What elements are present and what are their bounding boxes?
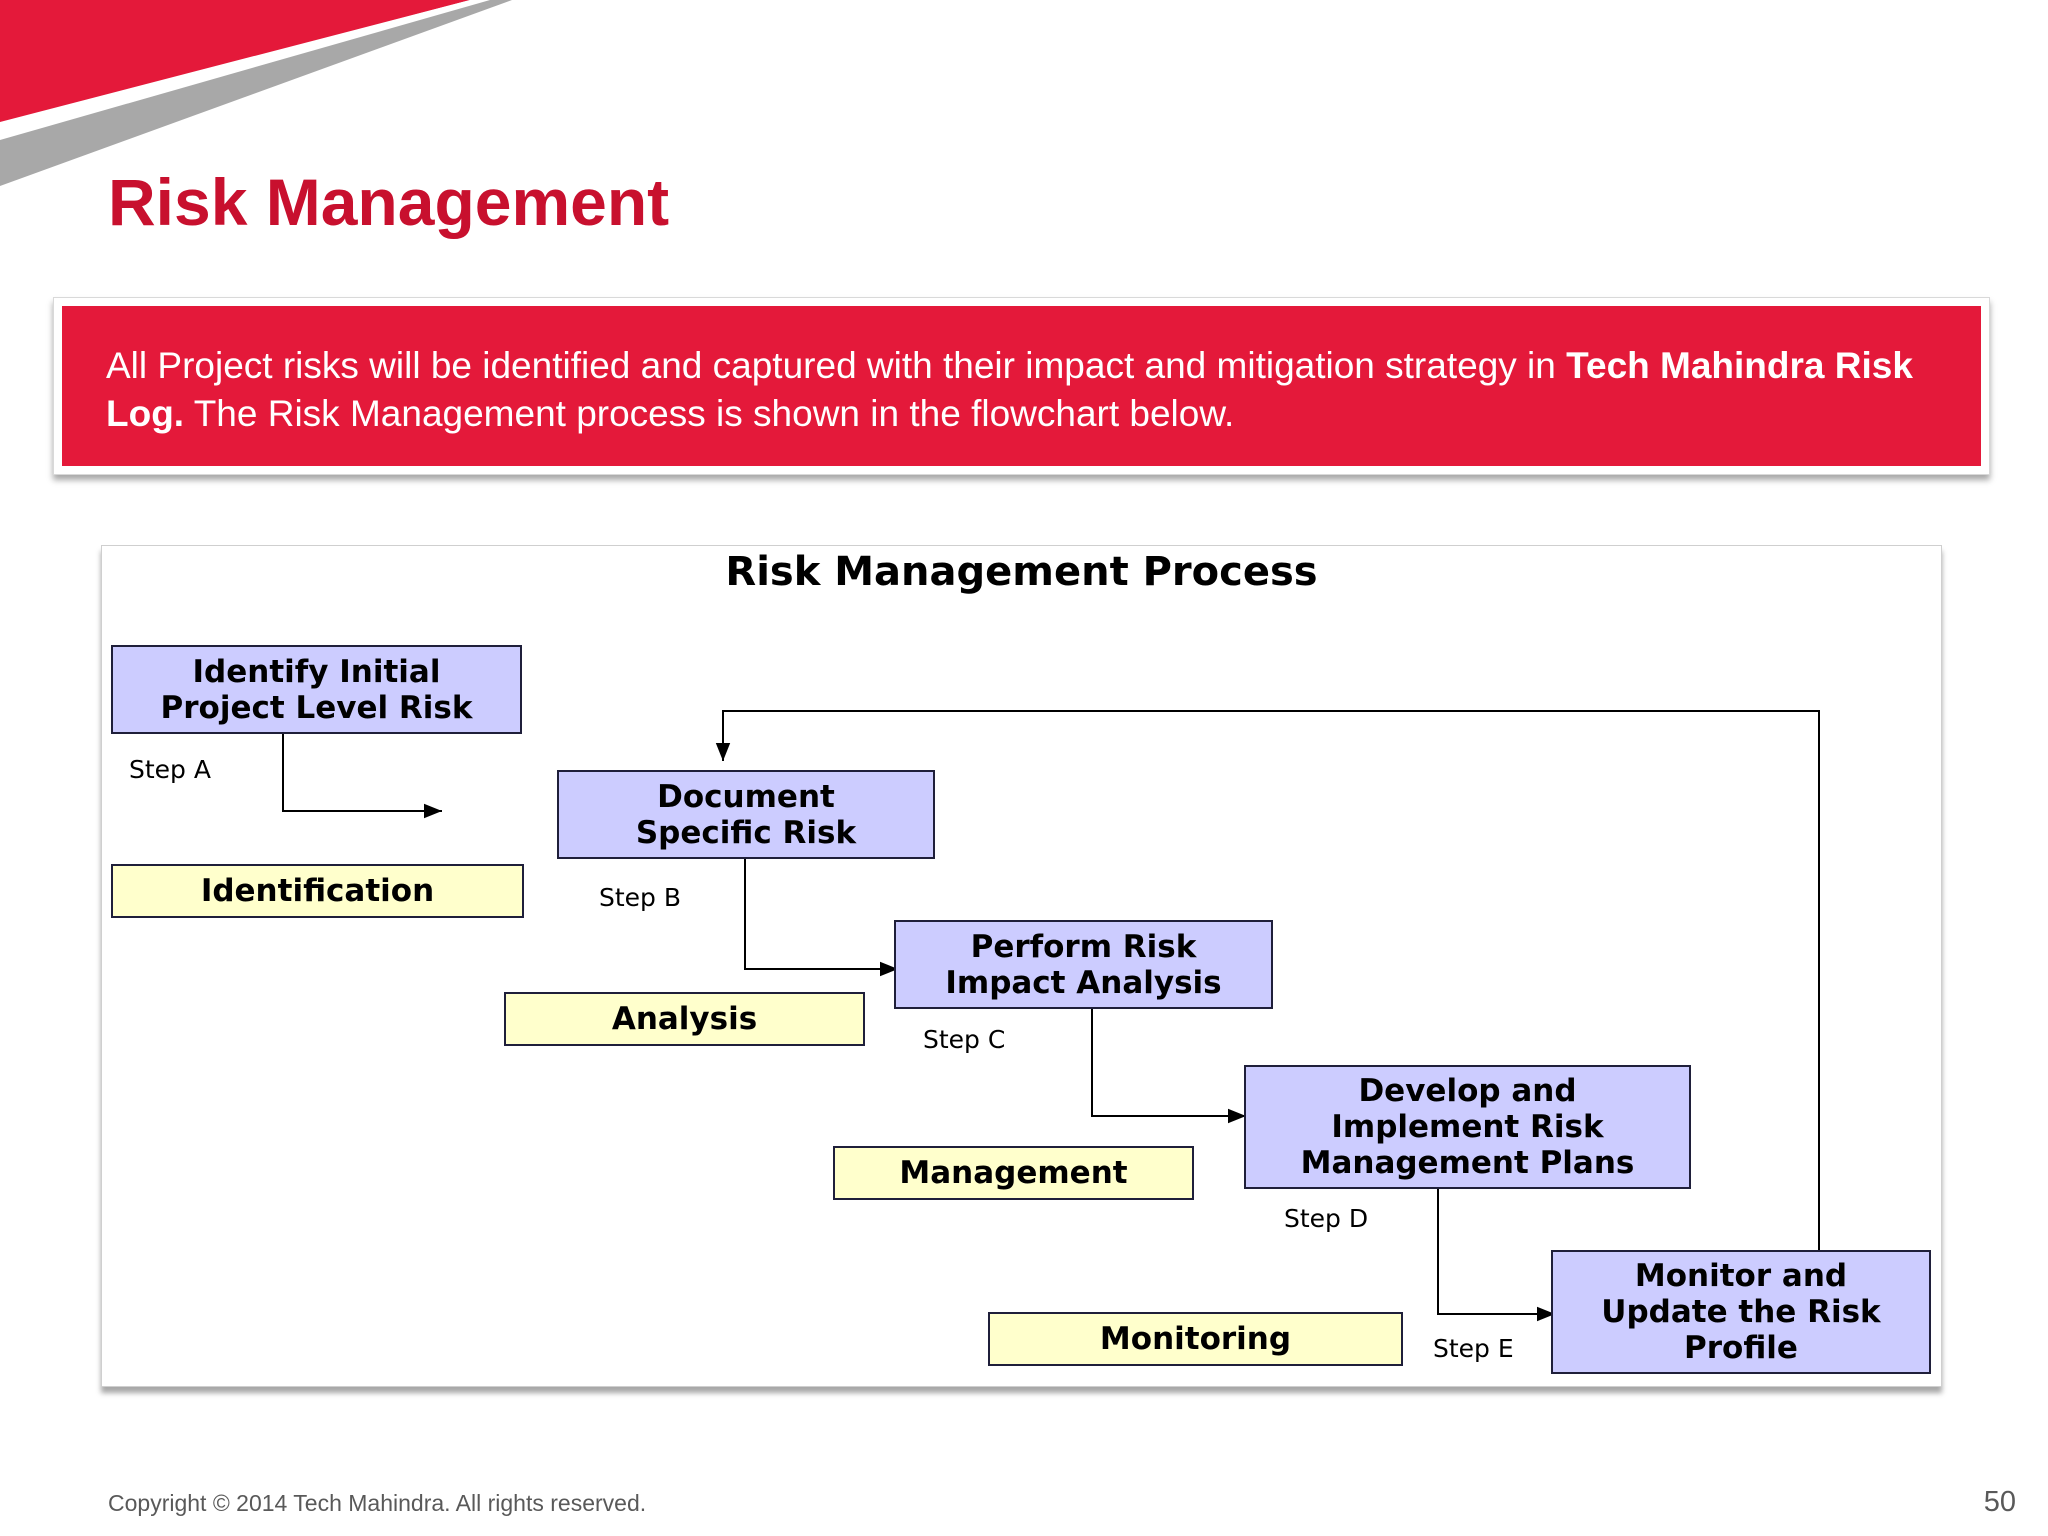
step-box-develop-plans: Develop and Implement Risk Management Pl… [1244, 1065, 1691, 1189]
banner-bold-text: Tech Mahindra Risk Log. [106, 345, 1913, 434]
step-label-e: Step E [1433, 1334, 1514, 1363]
connector-b-c [744, 859, 898, 977]
copyright-footer: Copyright © 2014 Tech Mahindra. All righ… [108, 1490, 647, 1516]
step-box-perform-analysis: Perform Risk Impact Analysis [894, 920, 1273, 1009]
step-label-b: Step B [599, 883, 682, 912]
banner-text-part-1: All Project risks will be identified and… [106, 345, 1567, 386]
step-box-identify: Identify Initial Project Level Risk [111, 645, 522, 734]
intro-banner: All Project risks will be identified and… [62, 306, 1981, 466]
banner-text-part-2: The Risk Management process is shown in … [184, 393, 1235, 434]
phase-box-monitoring: Monitoring [988, 1312, 1403, 1366]
flowchart-frame: Risk Management Process Identify Initial… [101, 545, 1942, 1387]
phase-box-analysis: Analysis [504, 992, 865, 1046]
corner-swoosh-decoration [0, 0, 512, 186]
page-number: 50 [1983, 1486, 2016, 1518]
phase-box-management: Management [833, 1146, 1194, 1200]
flowchart-connectors [282, 710, 1820, 1322]
step-label-c: Step C [923, 1025, 1006, 1054]
step-label-d: Step D [1284, 1204, 1369, 1233]
phase-box-identification: Identification [111, 864, 524, 918]
step-label-a: Step A [129, 755, 211, 784]
connector-d-e [1437, 1189, 1555, 1322]
flowchart-title: Risk Management Process [725, 549, 1318, 595]
step-box-monitor: Monitor and Update the Risk Profile [1551, 1250, 1931, 1374]
step-box-document: Document Specific Risk [557, 770, 935, 859]
intro-banner-frame: All Project risks will be identified and… [53, 297, 1990, 475]
connector-feedback-e-b [715, 710, 1820, 1252]
connector-a-b [282, 734, 442, 819]
connector-c-d [1091, 1009, 1246, 1124]
page-title: Risk Management [108, 165, 670, 239]
